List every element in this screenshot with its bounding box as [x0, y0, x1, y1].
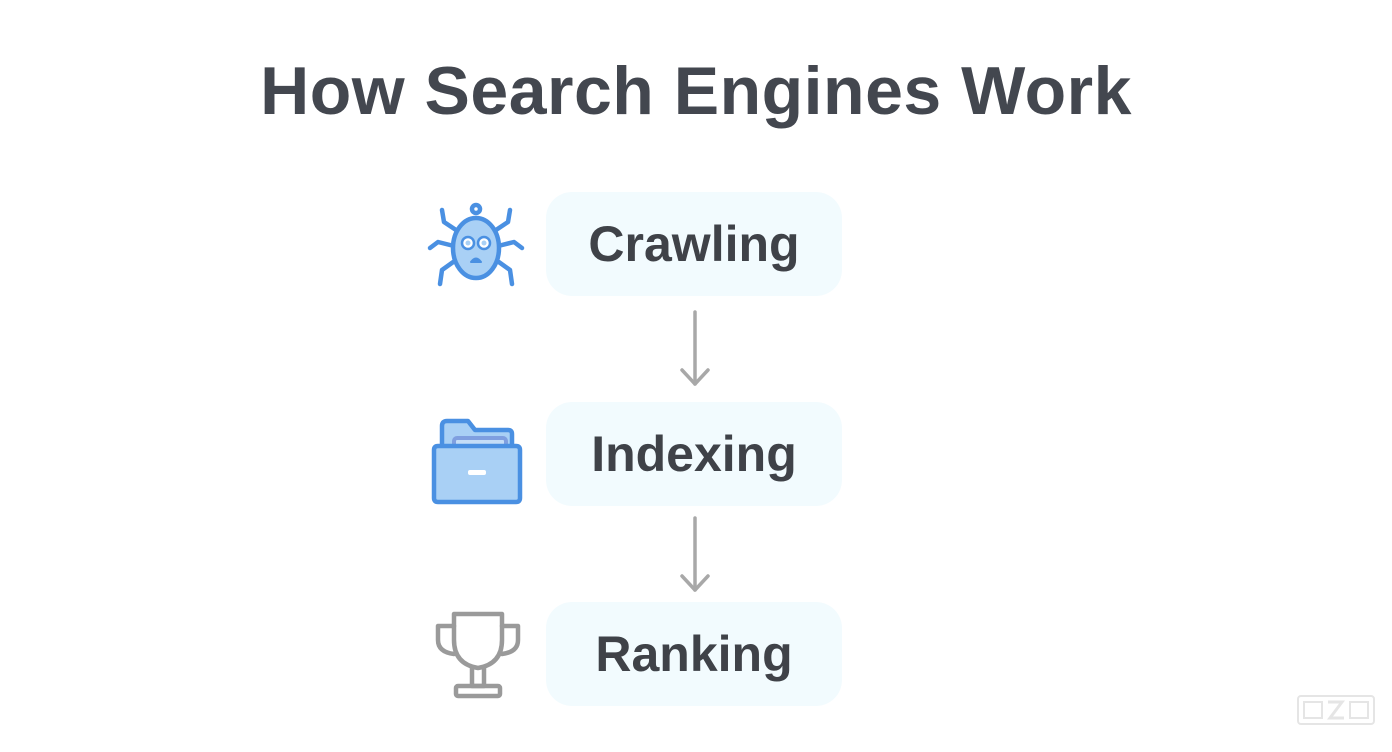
step-label-indexing: Indexing — [546, 402, 842, 506]
watermark-logo — [1297, 695, 1375, 725]
step-crawling: Crawling — [420, 190, 850, 300]
folder-icon — [431, 418, 523, 505]
step-indexing: Indexing — [420, 400, 850, 510]
spider-icon — [427, 202, 525, 287]
step-label-ranking: Ranking — [546, 602, 842, 706]
arrow-down-icon — [680, 516, 710, 592]
diagram-title: How Search Engines Work — [260, 53, 1132, 129]
step-ranking: Ranking — [420, 600, 850, 710]
step-label-crawling: Crawling — [546, 192, 842, 296]
trophy-icon — [435, 611, 521, 699]
arrow-down-icon — [680, 310, 710, 386]
